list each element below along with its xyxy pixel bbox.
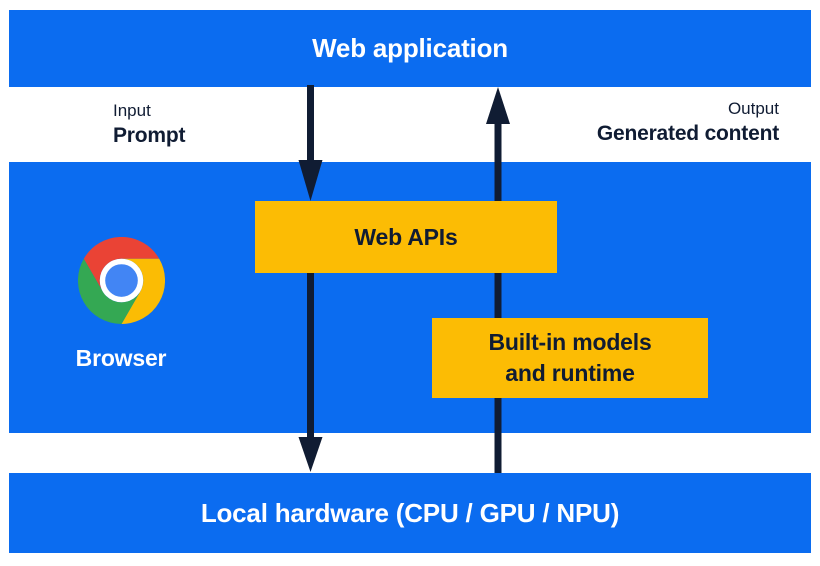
input-value: Prompt xyxy=(113,124,186,147)
builtin-models-label-line1: Built-in models xyxy=(488,329,652,355)
output-title: Output xyxy=(727,99,779,118)
local-hardware-bar: Local hardware (CPU / GPU / NPU) xyxy=(9,473,811,553)
web-apis-box: Web APIs xyxy=(255,201,557,273)
builtin-models-label-line2: and runtime xyxy=(505,360,635,386)
builtin-models-box: Built-in models and runtime xyxy=(432,318,708,398)
web-application-bar: Web application xyxy=(9,10,811,87)
web-apis-label: Web APIs xyxy=(354,223,458,250)
chrome-logo-icon xyxy=(77,237,165,324)
browser-label: Browser xyxy=(75,345,167,371)
local-hardware-label: Local hardware (CPU / GPU / NPU) xyxy=(200,497,620,528)
output-value: Generated content xyxy=(596,122,779,145)
input-label-block: Input Prompt xyxy=(113,99,186,149)
input-title: Input xyxy=(113,101,151,120)
web-application-label: Web application xyxy=(312,33,508,63)
output-label-block: Output Generated content xyxy=(597,97,779,147)
browser-group: Browser xyxy=(56,237,186,372)
